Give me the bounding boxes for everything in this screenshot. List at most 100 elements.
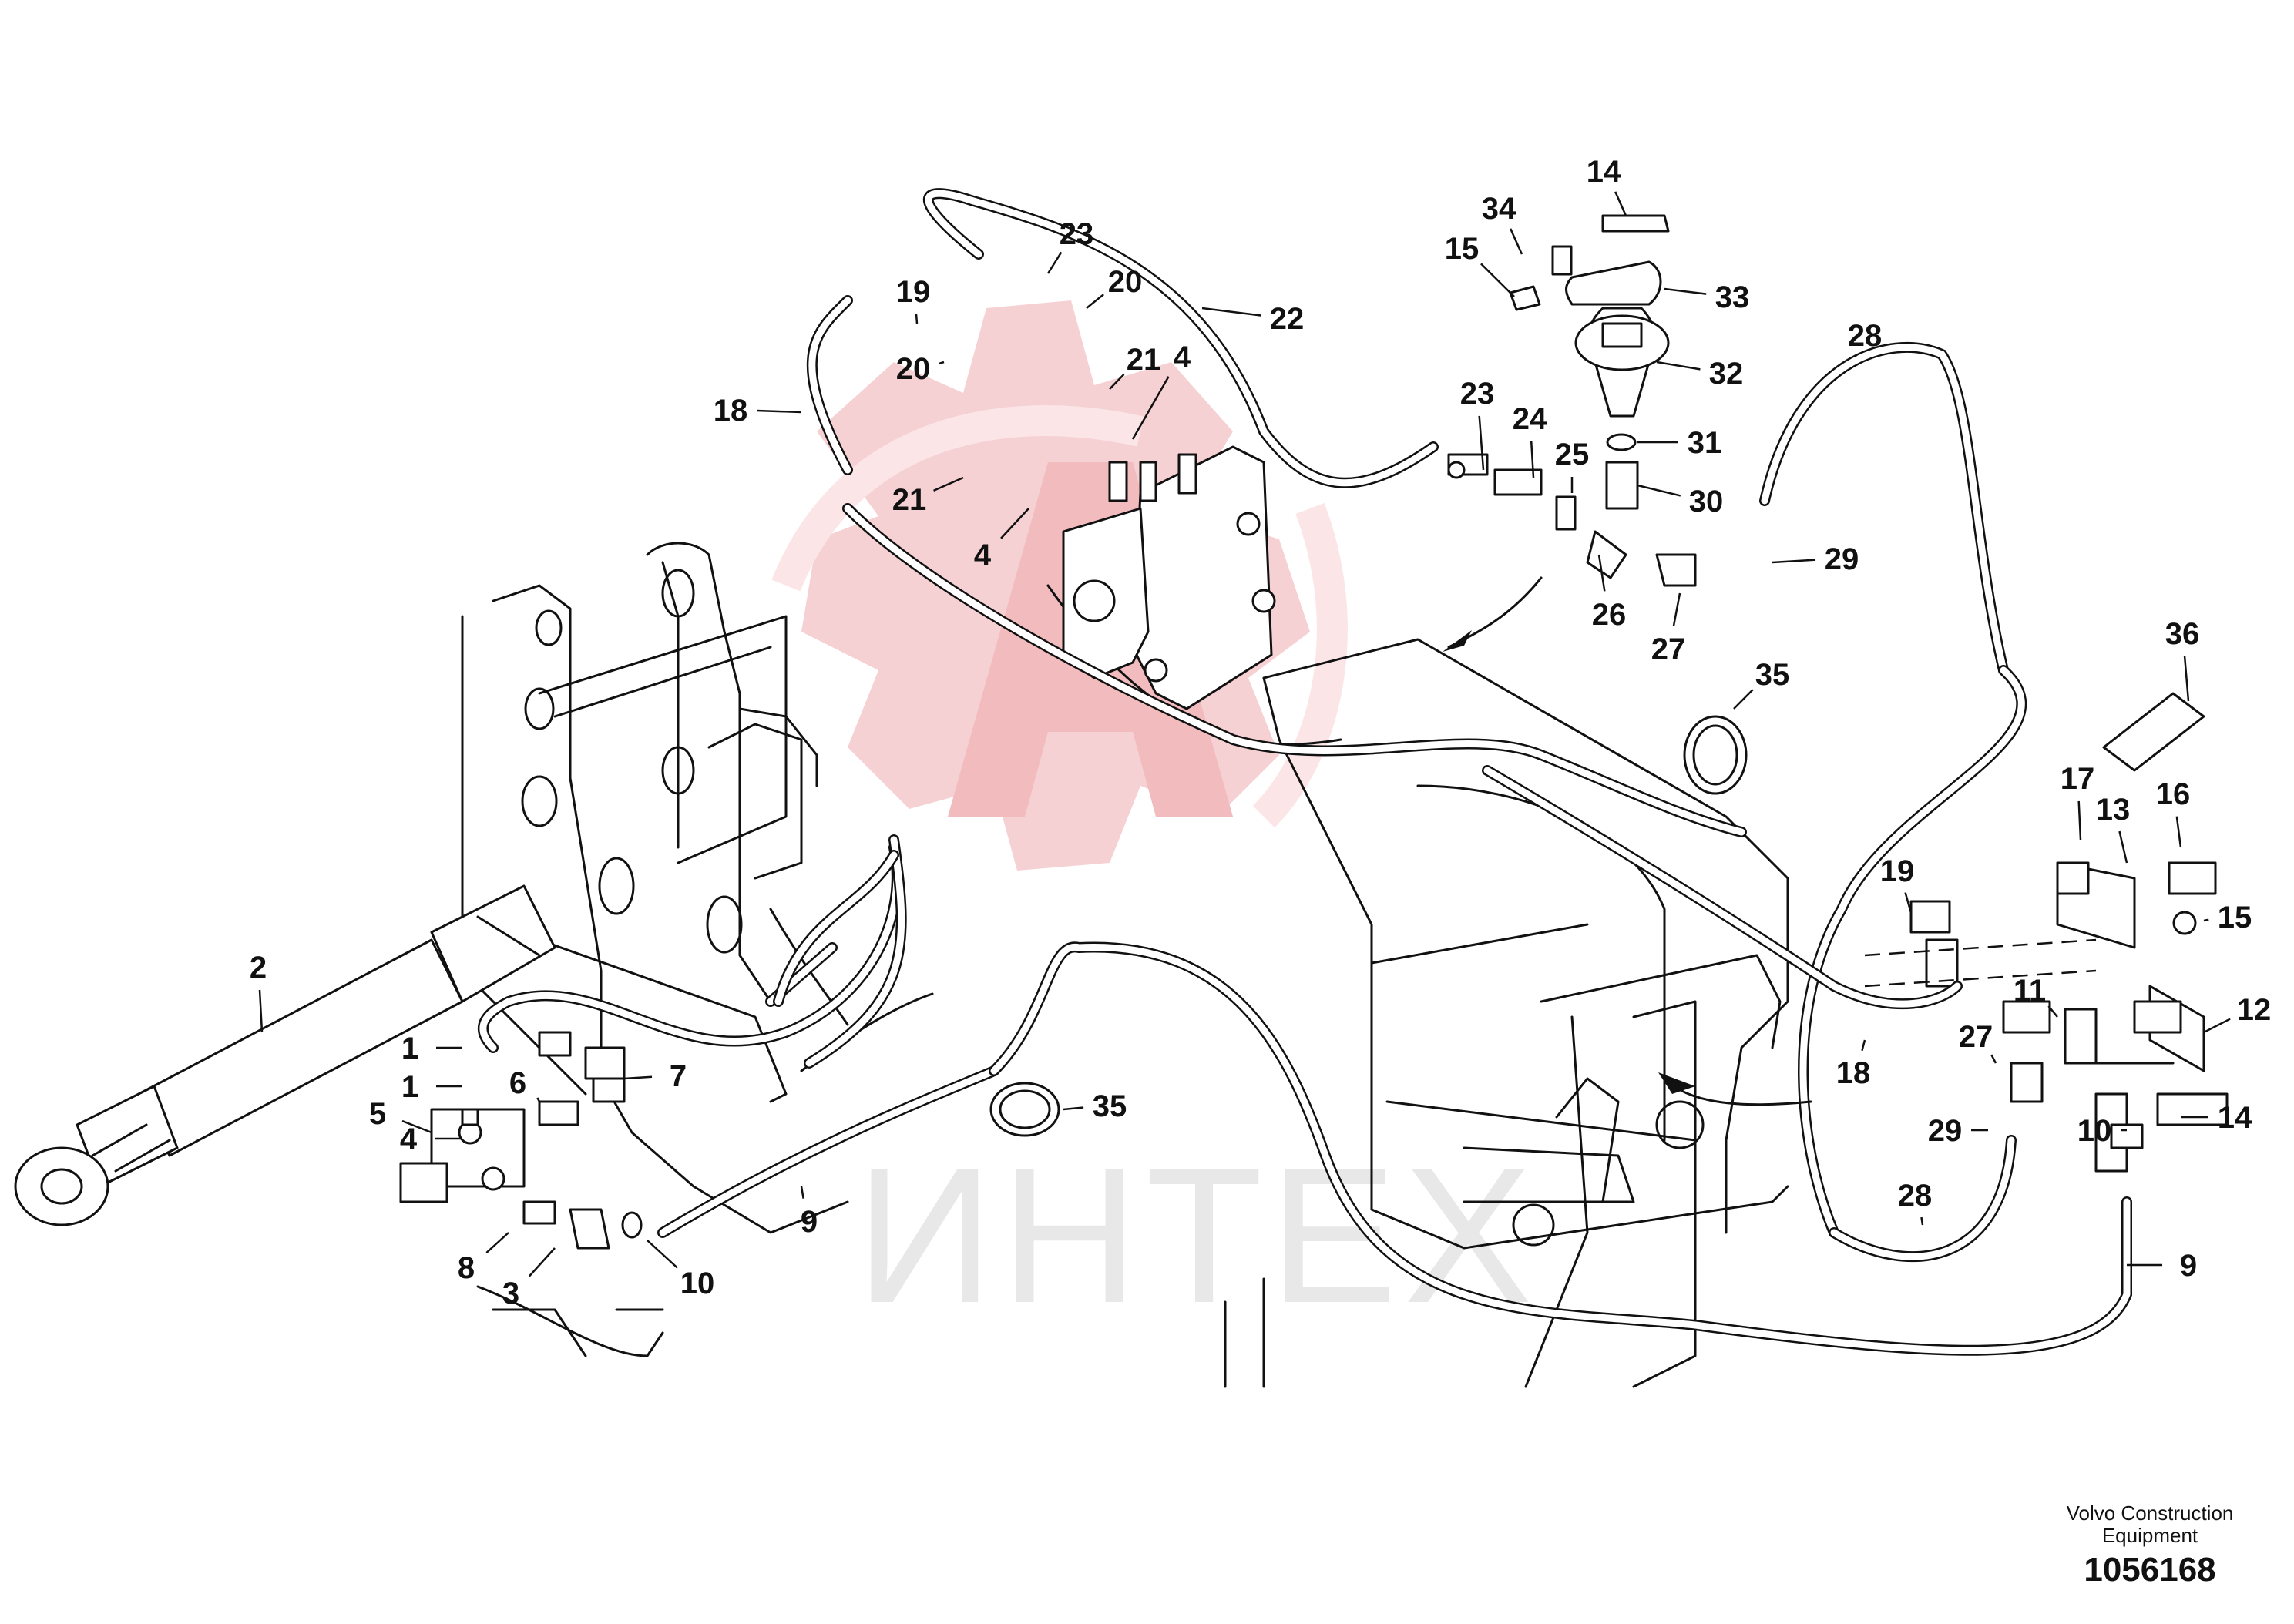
callout-number: 10 (2077, 1114, 2112, 1148)
callout-leader (401, 1119, 432, 1134)
callout-number: 14 (1587, 155, 1621, 189)
callout-number: 13 (2096, 793, 2131, 827)
document-number: 1056168 (2084, 1551, 2215, 1589)
callout-leader (756, 409, 802, 414)
callout-leader (938, 361, 945, 365)
callout: 31 (1637, 426, 1721, 460)
callout: 36 (2165, 617, 2200, 702)
callout: 3 (502, 1247, 556, 1310)
callout-number: 9 (801, 1205, 818, 1239)
callout-leader (1086, 294, 1104, 309)
callout-number: 2 (250, 951, 267, 985)
callout: 23 (1046, 217, 1094, 274)
callout-leader (485, 1232, 509, 1253)
callout-leader (528, 1247, 556, 1277)
callout-number: 35 (1755, 658, 1790, 692)
callout: 14 (2181, 1101, 2252, 1135)
callout: 23 (1460, 377, 1495, 471)
callout-number: 29 (1825, 542, 1859, 576)
callout-number: 15 (1445, 232, 1480, 266)
callout-number: 4 (1174, 341, 1191, 374)
callout: 35 (1733, 658, 1790, 710)
callout: 29 (1772, 542, 1859, 576)
callout: 4 (400, 1122, 462, 1156)
callout: 7 (623, 1059, 687, 1093)
callout-number: 33 (1715, 280, 1750, 314)
callout: 27 (1959, 1020, 1997, 1064)
callout: 10 (2077, 1114, 2127, 1148)
callout: 21 (1109, 343, 1161, 390)
callout-number: 30 (1689, 485, 1724, 518)
callout-number: 1 (401, 1032, 418, 1065)
hose-line-core (659, 1067, 998, 1236)
callout-number: 23 (1060, 217, 1094, 251)
callout: 6 (509, 1066, 541, 1102)
callout: 28 (1848, 319, 1883, 357)
callout: 18 (714, 394, 802, 428)
callout-number: 26 (1592, 598, 1627, 632)
callout: 19 (896, 275, 931, 324)
callout: 9 (2127, 1249, 2197, 1283)
callout-leader (1530, 441, 1535, 478)
callout-leader (1672, 592, 1681, 626)
credit-line-2: Equipment (2102, 1524, 2198, 1547)
callout: 22 (1201, 302, 1304, 336)
callout-number: 7 (670, 1059, 687, 1093)
callout: 28 (1898, 1179, 1933, 1226)
callout-number: 10 (680, 1267, 715, 1300)
callout: 14 (1587, 155, 1627, 216)
callout-leader (1614, 191, 1627, 216)
callout-number: 28 (1848, 319, 1883, 353)
callout: 13 (2096, 793, 2131, 864)
callout-number: 35 (1093, 1089, 1127, 1123)
callout-leader (1920, 1216, 1924, 1226)
hose-clamps (989, 715, 1748, 1137)
credit-line-1: Volvo Construction (2067, 1502, 2234, 1525)
callout-number: 1 (401, 1070, 418, 1104)
callout-leader (1131, 376, 1170, 440)
callout-number: 36 (2165, 617, 2200, 651)
control-valve-block (1062, 445, 1276, 710)
callout-number: 12 (2237, 993, 2272, 1027)
callout-leader (1510, 228, 1523, 255)
callout-number: 17 (2061, 762, 2095, 796)
callout-number: 34 (1482, 192, 1516, 226)
callout-number: 21 (1127, 343, 1161, 377)
callout: 11 (2014, 974, 2058, 1018)
callout-leader (1772, 559, 1816, 564)
callout-number: 20 (1108, 265, 1143, 299)
callout-leader (2203, 918, 2209, 922)
callout: 30 (1637, 484, 1724, 518)
callout-number: 23 (1460, 377, 1495, 411)
callout-leader (2077, 800, 2082, 841)
callout-number: 29 (1928, 1114, 1963, 1148)
callout-number: 18 (714, 394, 748, 428)
callout-number: 5 (369, 1097, 386, 1131)
hydraulic-cylinder (14, 884, 556, 1226)
fittings-left (399, 1031, 643, 1250)
callout-number: 32 (1709, 357, 1744, 391)
callout-leader (1597, 554, 1606, 592)
callout-number: 18 (1836, 1056, 1871, 1090)
hose-line-core (925, 190, 1437, 487)
callout-number: 25 (1555, 438, 1590, 471)
callout: 5 (369, 1097, 432, 1134)
callout-leader (2118, 830, 2128, 864)
hose-line-core (990, 943, 2131, 1354)
callout-leader (2047, 1005, 2058, 1018)
callout-number: 27 (1959, 1020, 1993, 1054)
callout-number: 19 (896, 275, 931, 309)
callout-leader (915, 314, 919, 324)
callout-leader (1733, 689, 1754, 710)
callout-number: 8 (458, 1251, 475, 1285)
callout-number: 28 (1898, 1179, 1933, 1213)
callout: 17 (2061, 762, 2095, 841)
callout: 1 (401, 1032, 462, 1065)
callout: 4 (974, 508, 1029, 572)
callout-number: 11 (2014, 974, 2046, 1008)
callout-leader (647, 1240, 678, 1269)
callout-number: 27 (1651, 632, 1686, 666)
callout-number: 3 (502, 1277, 519, 1310)
callout-leader (1201, 307, 1261, 317)
callout-number: 31 (1688, 426, 1722, 460)
